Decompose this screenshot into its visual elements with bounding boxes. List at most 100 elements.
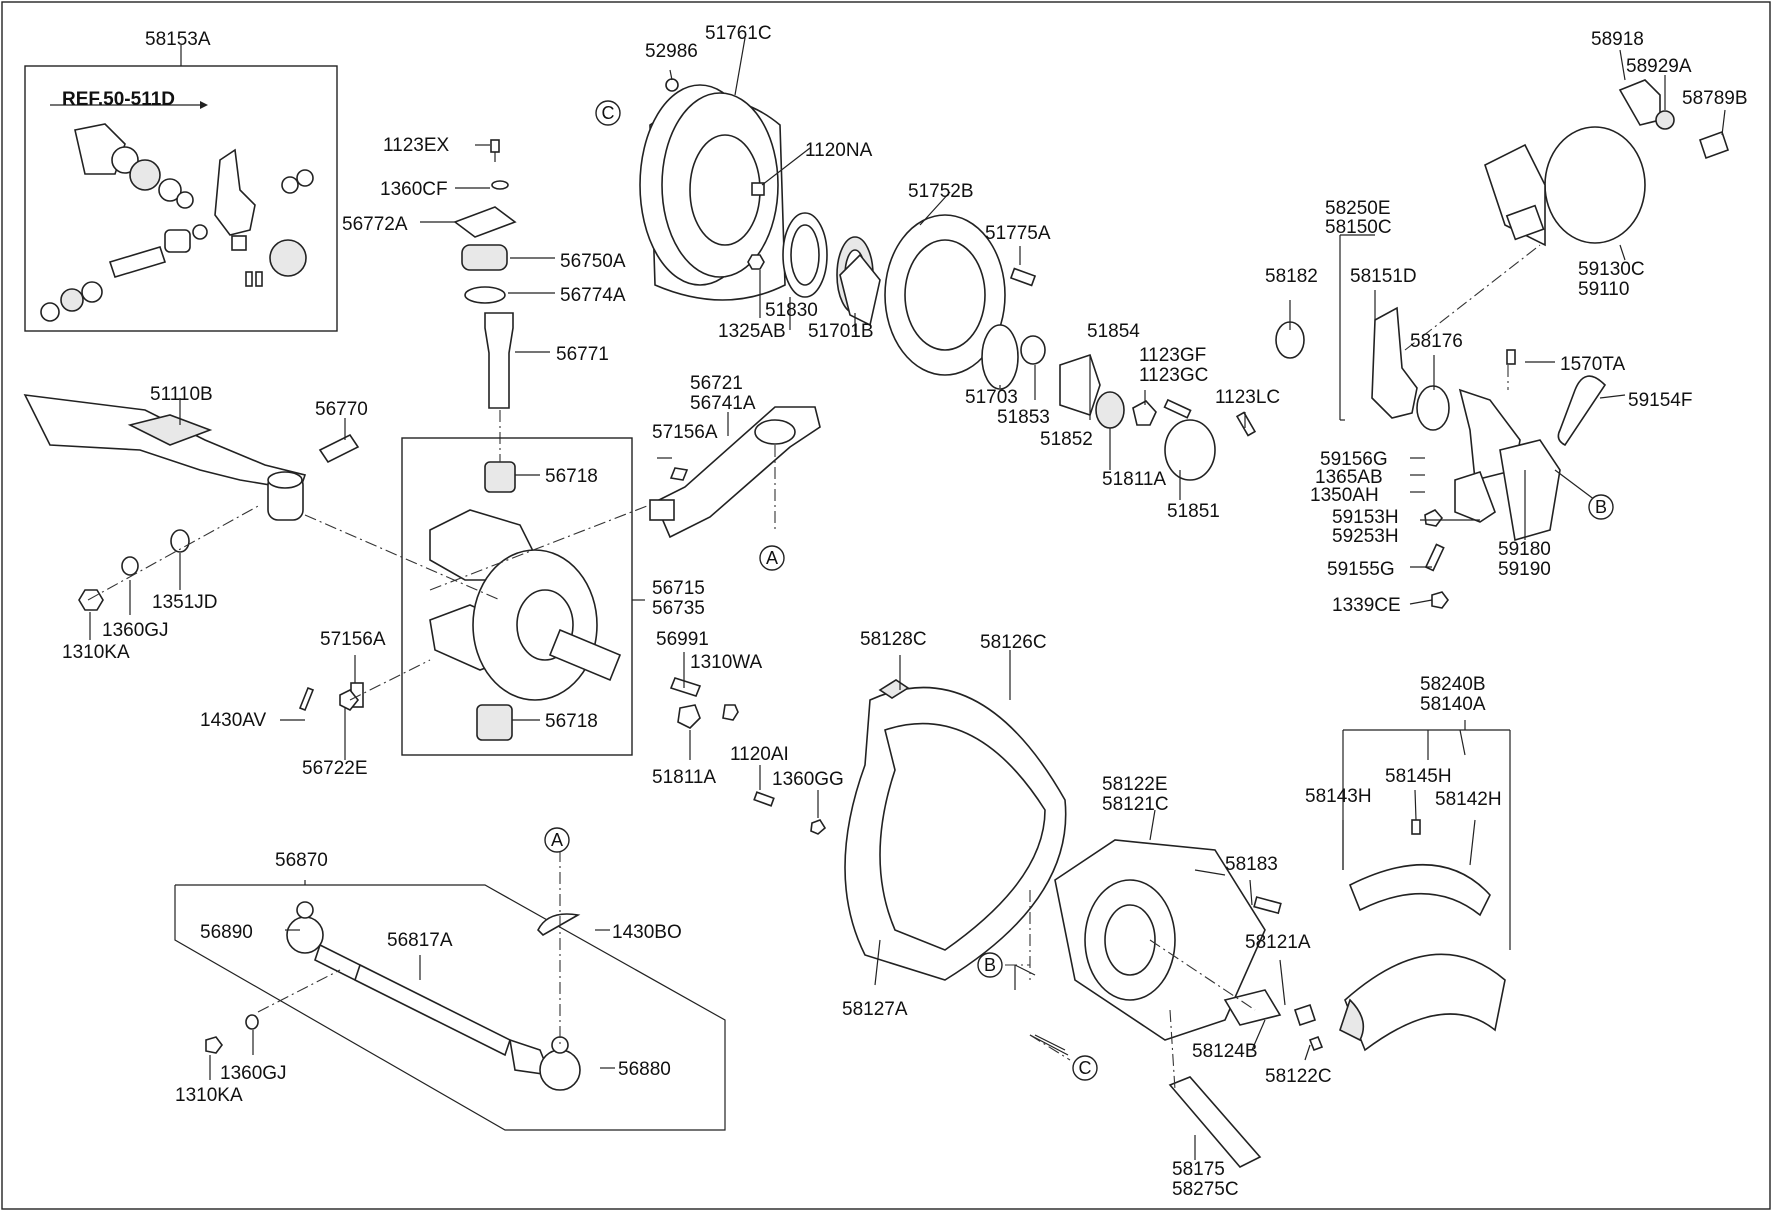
- label-51761C: 51761C: [705, 23, 772, 44]
- label-56735: 56735: [652, 598, 705, 619]
- label-1360GG: 1360GG: [772, 769, 844, 790]
- label-56715: 56715: [652, 578, 705, 599]
- label-57156A-upper: 57156A: [652, 422, 718, 443]
- label-58150C: 58150C: [1325, 217, 1392, 238]
- part-labels: 58153A REF.50-511D 1123EX 1360CF 56772A …: [62, 23, 1748, 1200]
- label-59130C: 59130C: [1578, 259, 1645, 280]
- marker-b-right-text: B: [1595, 497, 1607, 517]
- dust-shield-hardware: [753, 791, 827, 835]
- label-58143H: 58143H: [1305, 786, 1372, 807]
- label-59153H: 59153H: [1332, 507, 1399, 528]
- label-1430AV: 1430AV: [200, 710, 267, 731]
- label-58122E: 58122E: [1102, 774, 1168, 795]
- label-59156G: 59156G: [1320, 449, 1388, 470]
- steering-knuckle: [429, 469, 741, 701]
- label-51752B: 51752B: [908, 181, 974, 202]
- label-58121C: 58121C: [1102, 794, 1169, 815]
- axle-hardware: [78, 504, 261, 611]
- label-58127A: 58127A: [842, 999, 908, 1020]
- label-58240B: 58240B: [1420, 674, 1486, 695]
- steering-arm: [649, 406, 821, 539]
- label-58789B: 58789B: [1682, 88, 1748, 109]
- label-59155G: 59155G: [1327, 559, 1395, 580]
- label-58145H: 58145H: [1385, 766, 1452, 787]
- label-1365AB: 1365AB: [1315, 467, 1383, 488]
- label-59110: 59110: [1578, 279, 1629, 300]
- label-ref-50-511D: REF.50-511D: [62, 89, 175, 110]
- label-1325AB: 1325AB: [718, 321, 786, 342]
- label-51811A-upper: 51811A: [1102, 469, 1166, 490]
- brake-shoes: [1339, 819, 1506, 1052]
- label-58176: 58176: [1410, 331, 1463, 352]
- label-59154F: 59154F: [1628, 390, 1692, 411]
- label-52986: 52986: [645, 41, 698, 62]
- marker-b-right: B: [1588, 494, 1614, 520]
- label-1351JD: 1351JD: [152, 592, 218, 613]
- label-1310WA: 1310WA: [690, 652, 762, 673]
- label-51854: 51854: [1087, 321, 1140, 342]
- brake-drum: [639, 78, 786, 301]
- label-58142H: 58142H: [1435, 789, 1502, 810]
- label-59190: 59190: [1498, 559, 1551, 580]
- label-58126C: 58126C: [980, 632, 1047, 653]
- label-56718-upper: 56718: [545, 466, 598, 487]
- label-58250E: 58250E: [1325, 198, 1391, 219]
- label-56890: 56890: [200, 922, 253, 943]
- label-56771: 56771: [556, 344, 609, 365]
- label-56722E: 56722E: [302, 758, 368, 779]
- label-1123GC: 1123GC: [1139, 365, 1208, 386]
- marker-a-lower: A: [544, 827, 570, 853]
- kingpin-stack: [453, 139, 517, 741]
- label-1360GJ-lower: 1360GJ: [220, 1063, 287, 1084]
- label-59180: 59180: [1498, 539, 1551, 560]
- label-58175: 58175: [1172, 1159, 1225, 1180]
- label-1360GJ-upper: 1360GJ: [102, 620, 169, 641]
- label-56772A: 56772A: [342, 214, 408, 235]
- label-56817A: 56817A: [387, 930, 453, 951]
- marker-a-upper: A: [759, 545, 785, 571]
- marker-b-lower-text: B: [984, 955, 996, 975]
- label-51852: 51852: [1040, 429, 1093, 450]
- label-56774A: 56774A: [560, 285, 626, 306]
- label-58140A: 58140A: [1420, 694, 1486, 715]
- label-51830: 51830: [765, 300, 818, 321]
- leader-lines: [89, 37, 1726, 1160]
- label-58153A: 58153A: [145, 29, 211, 50]
- label-1120NA: 1120NA: [805, 140, 873, 161]
- tie-rod-assembly: [174, 850, 726, 1131]
- label-56770: 56770: [315, 399, 368, 420]
- label-51851: 51851: [1167, 501, 1220, 522]
- label-58183: 58183: [1225, 854, 1278, 875]
- label-1123LC: 1123LC: [1215, 387, 1280, 408]
- label-1350AH: 1350AH: [1310, 485, 1379, 506]
- marker-a-lower-text: A: [551, 830, 563, 850]
- label-1360CF: 1360CF: [380, 179, 448, 200]
- label-56721: 56721: [690, 373, 743, 394]
- hub: [839, 214, 1037, 376]
- label-58151D: 58151D: [1350, 266, 1417, 287]
- label-51811A-lower: 51811A: [652, 767, 716, 788]
- dust-shield: [844, 679, 1067, 981]
- label-51853: 51853: [997, 407, 1050, 428]
- label-56718-lower: 56718: [545, 711, 598, 732]
- marker-c-lower: C: [1072, 1055, 1098, 1081]
- label-51775A: 51775A: [985, 223, 1051, 244]
- label-58128C: 58128C: [860, 629, 927, 650]
- label-56741A: 56741A: [690, 393, 756, 414]
- label-1430BO: 1430BO: [612, 922, 682, 943]
- label-58182: 58182: [1265, 266, 1318, 287]
- label-51703: 51703: [965, 387, 1018, 408]
- label-51110B: 51110B: [150, 384, 213, 405]
- marker-c-lower-text: C: [1079, 1058, 1092, 1078]
- label-58275C: 58275C: [1172, 1179, 1239, 1200]
- label-1310KA-upper: 1310KA: [62, 642, 130, 663]
- label-1123EX: 1123EX: [383, 135, 450, 156]
- label-56870: 56870: [275, 850, 328, 871]
- knuckle-lower-hardware: [298, 659, 739, 729]
- brake-chamber: [1484, 79, 1730, 247]
- marker-b-lower: B: [977, 952, 1003, 978]
- label-58929A: 58929A: [1626, 56, 1692, 77]
- slack-adjuster: [1275, 244, 1541, 431]
